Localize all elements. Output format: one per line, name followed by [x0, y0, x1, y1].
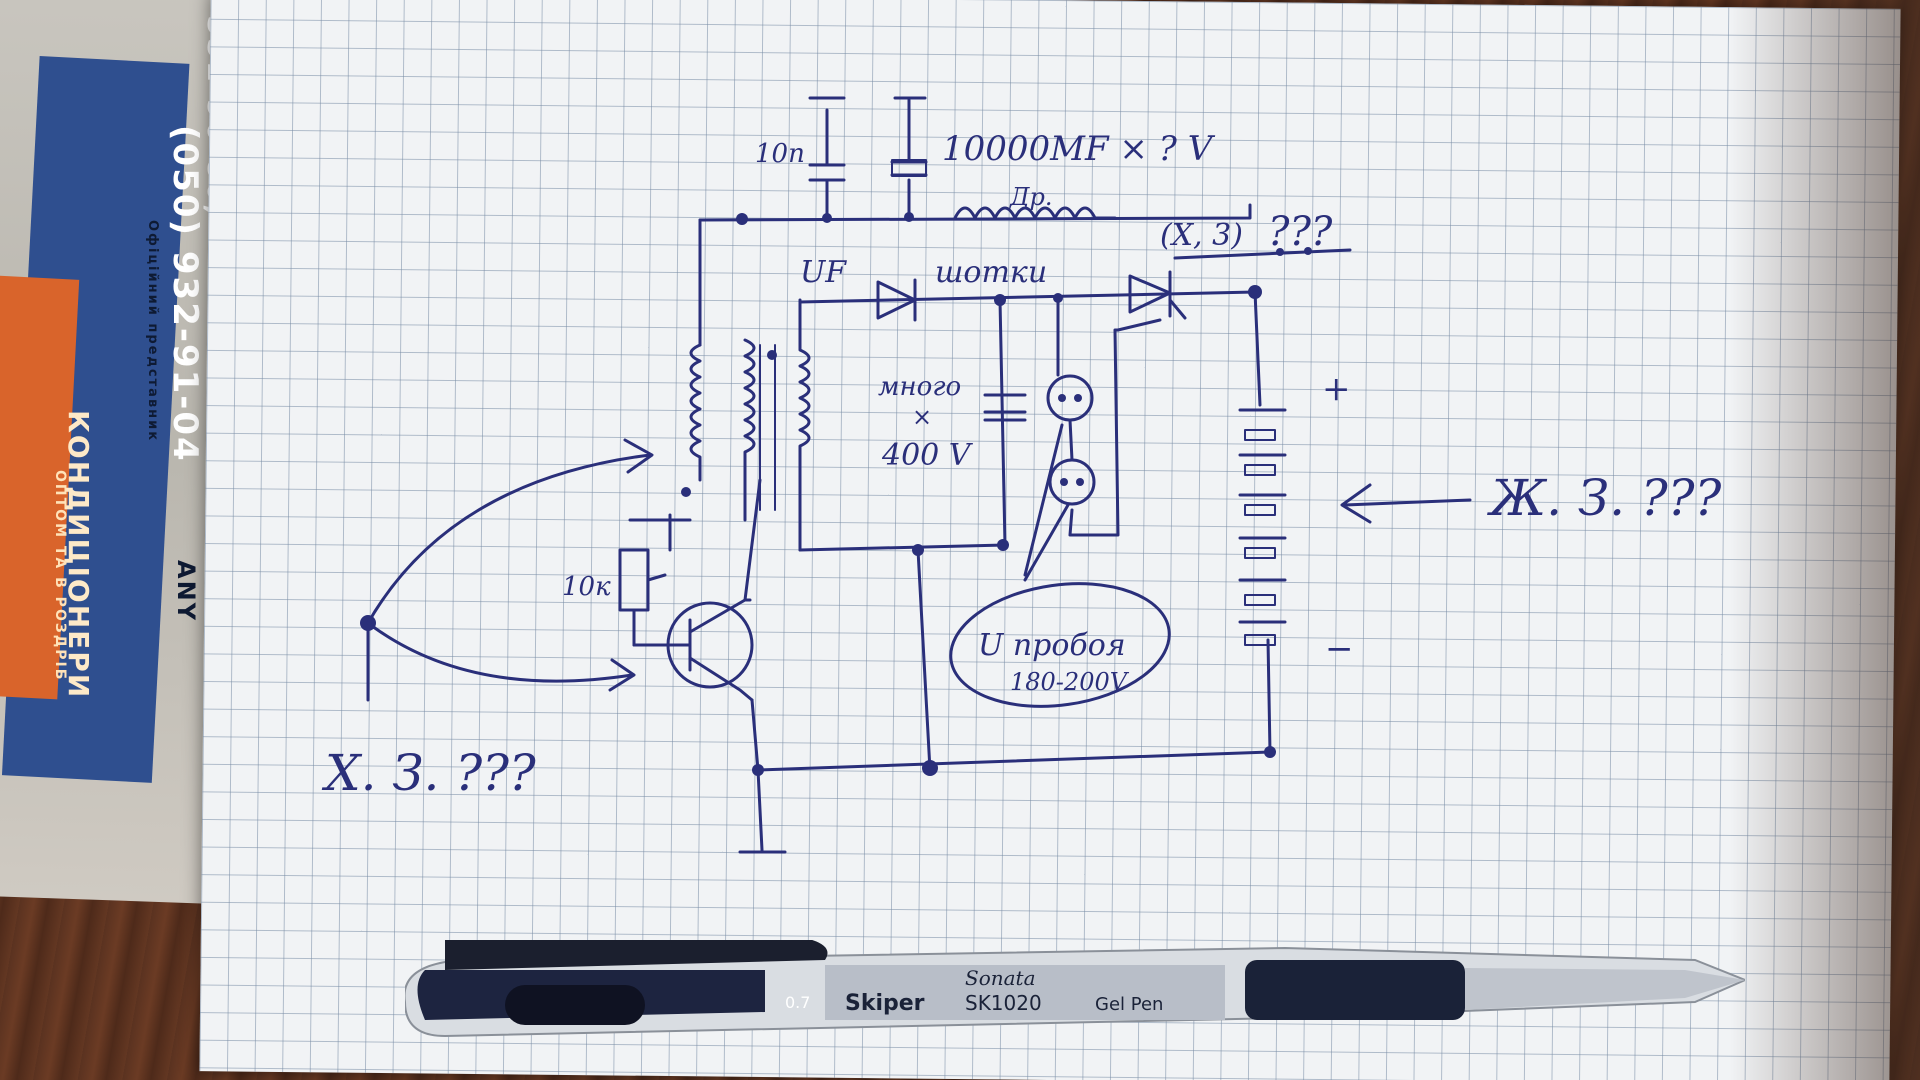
thyristor-gate-wire: [1173, 248, 1352, 260]
uf-diode-symbol: [876, 278, 917, 322]
junction-dot: [752, 764, 764, 776]
battery-bank-symbol: [1238, 290, 1287, 646]
choke-symbol: [953, 206, 1117, 220]
gate-dot: [1304, 247, 1312, 255]
pen-grip: [1245, 960, 1465, 1020]
ground-wire: [738, 768, 787, 854]
curved-arrow-lower: [366, 621, 636, 692]
pen-model: SK1020: [965, 991, 1042, 1015]
top-rail-wire: [698, 203, 1252, 222]
neon-lamp-symbol: [1046, 374, 1094, 422]
transformer-symbol: [681, 298, 811, 552]
gel-pen: Skiper SK1020 Sonata 0.7 Gel Pen: [405, 940, 1745, 1038]
gate-dot: [1276, 248, 1284, 256]
breakdown-label-1: U пробоя: [978, 628, 1126, 663]
schottky-label: шотки: [935, 255, 1047, 290]
battery-arrow: [1340, 483, 1472, 524]
resistor-10k-symbol: [618, 513, 692, 647]
pen-name: Sonata: [965, 966, 1036, 990]
cap-small-label: 10п: [755, 139, 805, 169]
hv-capacitor-bank-symbol: [983, 393, 1027, 422]
battery-minus-label: −: [1325, 629, 1354, 669]
lamp-chain-wire: [1056, 296, 1162, 537]
caps-x-label: ×: [912, 403, 932, 431]
breakdown-bubble: [949, 582, 1171, 708]
junction-dot: [736, 213, 748, 225]
capacitor-10p-symbol: [808, 96, 846, 220]
junction-dot: [1264, 746, 1276, 758]
pen-label-area: [825, 965, 1225, 1020]
curved-arrow-upper: [366, 438, 654, 625]
pen-tip-cone: [1465, 968, 1745, 1010]
pen-brand: Skiper: [845, 991, 925, 1016]
input-unknown-label: Х. З. ???: [321, 744, 537, 802]
breakdown-label-2: 180-200V: [1010, 668, 1130, 696]
choke-label: Др.: [1009, 183, 1053, 211]
paper-shadow: [1730, 0, 1920, 1080]
secondary-return-wire: [798, 298, 1007, 552]
thyristor-question: ???: [1268, 209, 1333, 255]
breakdown-pointer-arrow: [1023, 423, 1070, 582]
diode-row-wire: [798, 290, 1257, 304]
pen-tip-size: 0.7: [785, 993, 810, 1012]
uf-diode-label: UF: [800, 255, 847, 290]
pen-cap-band: [505, 985, 645, 1025]
caps-voltage-label: 400 V: [881, 438, 974, 473]
center-ground-wire: [916, 548, 932, 772]
thyristor-label: (X, 3): [1160, 218, 1243, 253]
battery-plus-label: +: [1322, 369, 1351, 409]
junction-dot: [922, 760, 938, 776]
thyristor-symbol: [1128, 270, 1187, 320]
battery-unknown-label: Ж. З. ???: [1487, 469, 1723, 527]
junction-dot: [997, 539, 1009, 551]
cap-big-label: 10000МF × ? V: [942, 129, 1216, 169]
pen-type: Gel Pen: [1095, 994, 1163, 1015]
transistor-symbol: [632, 478, 762, 702]
neon-lamp-symbol: [1048, 458, 1096, 506]
resistor-label: 10к: [562, 572, 611, 602]
pen-clip: [445, 940, 828, 970]
electrolytic-capacitor-symbol: [890, 96, 928, 219]
bottom-rail-wire: [750, 638, 1272, 772]
caps-label: много: [878, 372, 961, 402]
